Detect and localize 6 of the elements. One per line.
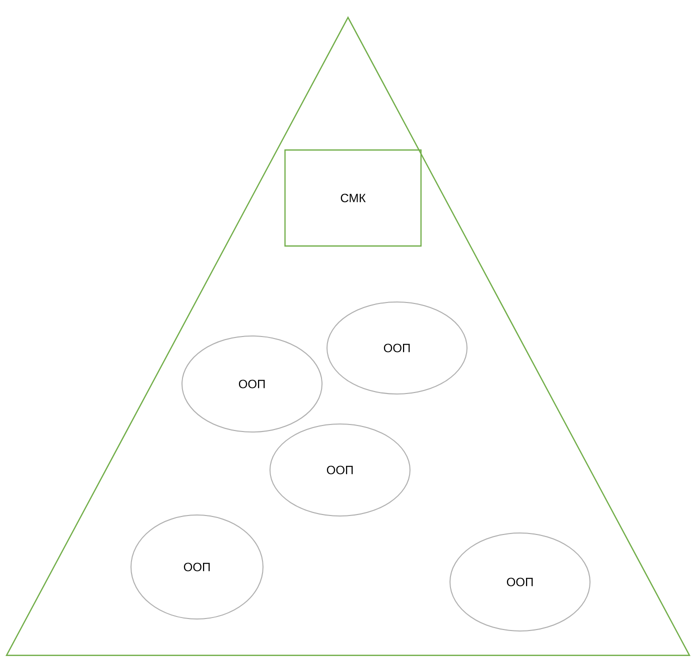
ellipse-node: ООП bbox=[270, 424, 410, 516]
process-box: СМК bbox=[284, 149, 422, 247]
ellipse-node: ООП bbox=[130, 514, 264, 620]
ellipse-node: ООП bbox=[326, 302, 468, 394]
ellipse-node: ООП bbox=[450, 532, 590, 632]
ellipse-node: ООП bbox=[182, 336, 322, 432]
